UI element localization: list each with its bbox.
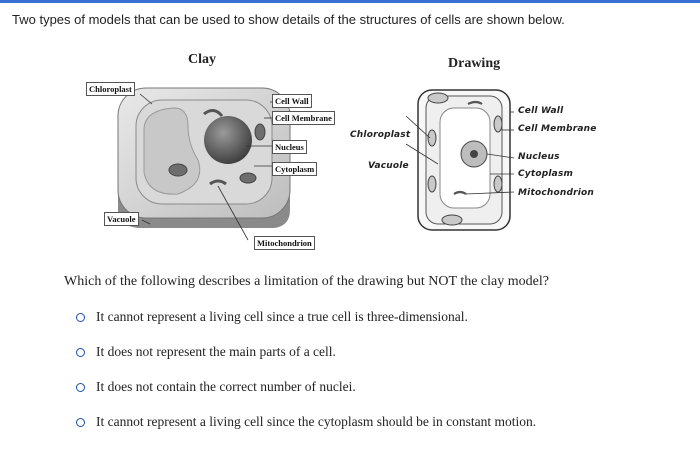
drawing-title: Drawing [448, 56, 501, 71]
choice-1[interactable]: It cannot represent a living cell since … [76, 308, 536, 326]
radio-button[interactable] [76, 382, 85, 392]
radio-button[interactable] [76, 347, 85, 357]
top-accent-bar [0, 0, 700, 3]
clay-label-vacuole: Vacuole [104, 212, 139, 226]
clay-label-chloroplast: Chloroplast [86, 82, 135, 96]
drawing-label-chloroplast: Chloroplast [350, 130, 411, 140]
clay-model-image [117, 87, 291, 241]
question-text: Which of the following describes a limit… [64, 274, 549, 289]
clay-label-cytoplasm: Cytoplasm [272, 162, 318, 176]
drawing-label-cytoplasm: Cytoplasm [518, 169, 574, 179]
clay-label-nucleus: Nucleus [272, 140, 307, 154]
drawing-label-vacuole: Vacuole [368, 161, 409, 171]
drawing-model-image [405, 89, 515, 231]
choice-3[interactable]: It does not contain the correct number o… [76, 378, 536, 396]
cell-models-figure: Clay Drawing [78, 48, 648, 258]
answer-choices: It cannot represent a living cell since … [76, 308, 536, 448]
choice-text: It cannot represent a living cell since … [96, 414, 537, 429]
radio-button[interactable] [76, 417, 85, 427]
radio-button[interactable] [76, 312, 85, 322]
drawing-label-cell-wall: Cell Wall [518, 106, 564, 116]
intro-text: Two types of models that can be used to … [12, 12, 565, 27]
choice-2[interactable]: It does not represent the main parts of … [76, 343, 536, 361]
clay-label-cell-membrane: Cell Membrane [272, 111, 335, 125]
clay-title: Clay [188, 52, 216, 67]
drawing-label-cell-membrane: Cell Membrane [518, 124, 597, 134]
choice-4[interactable]: It cannot represent a living cell since … [76, 413, 536, 431]
drawing-label-nucleus: Nucleus [518, 152, 560, 162]
choice-text: It cannot represent a living cell since … [96, 309, 468, 324]
choice-text: It does not contain the correct number o… [96, 379, 356, 394]
clay-label-cell-wall: Cell Wall [272, 94, 312, 108]
drawing-label-mitochondrion: Mitochondrion [518, 188, 595, 198]
clay-label-mitochondrion: Mitochondrion [254, 236, 315, 250]
choice-text: It does not represent the main parts of … [96, 344, 336, 359]
